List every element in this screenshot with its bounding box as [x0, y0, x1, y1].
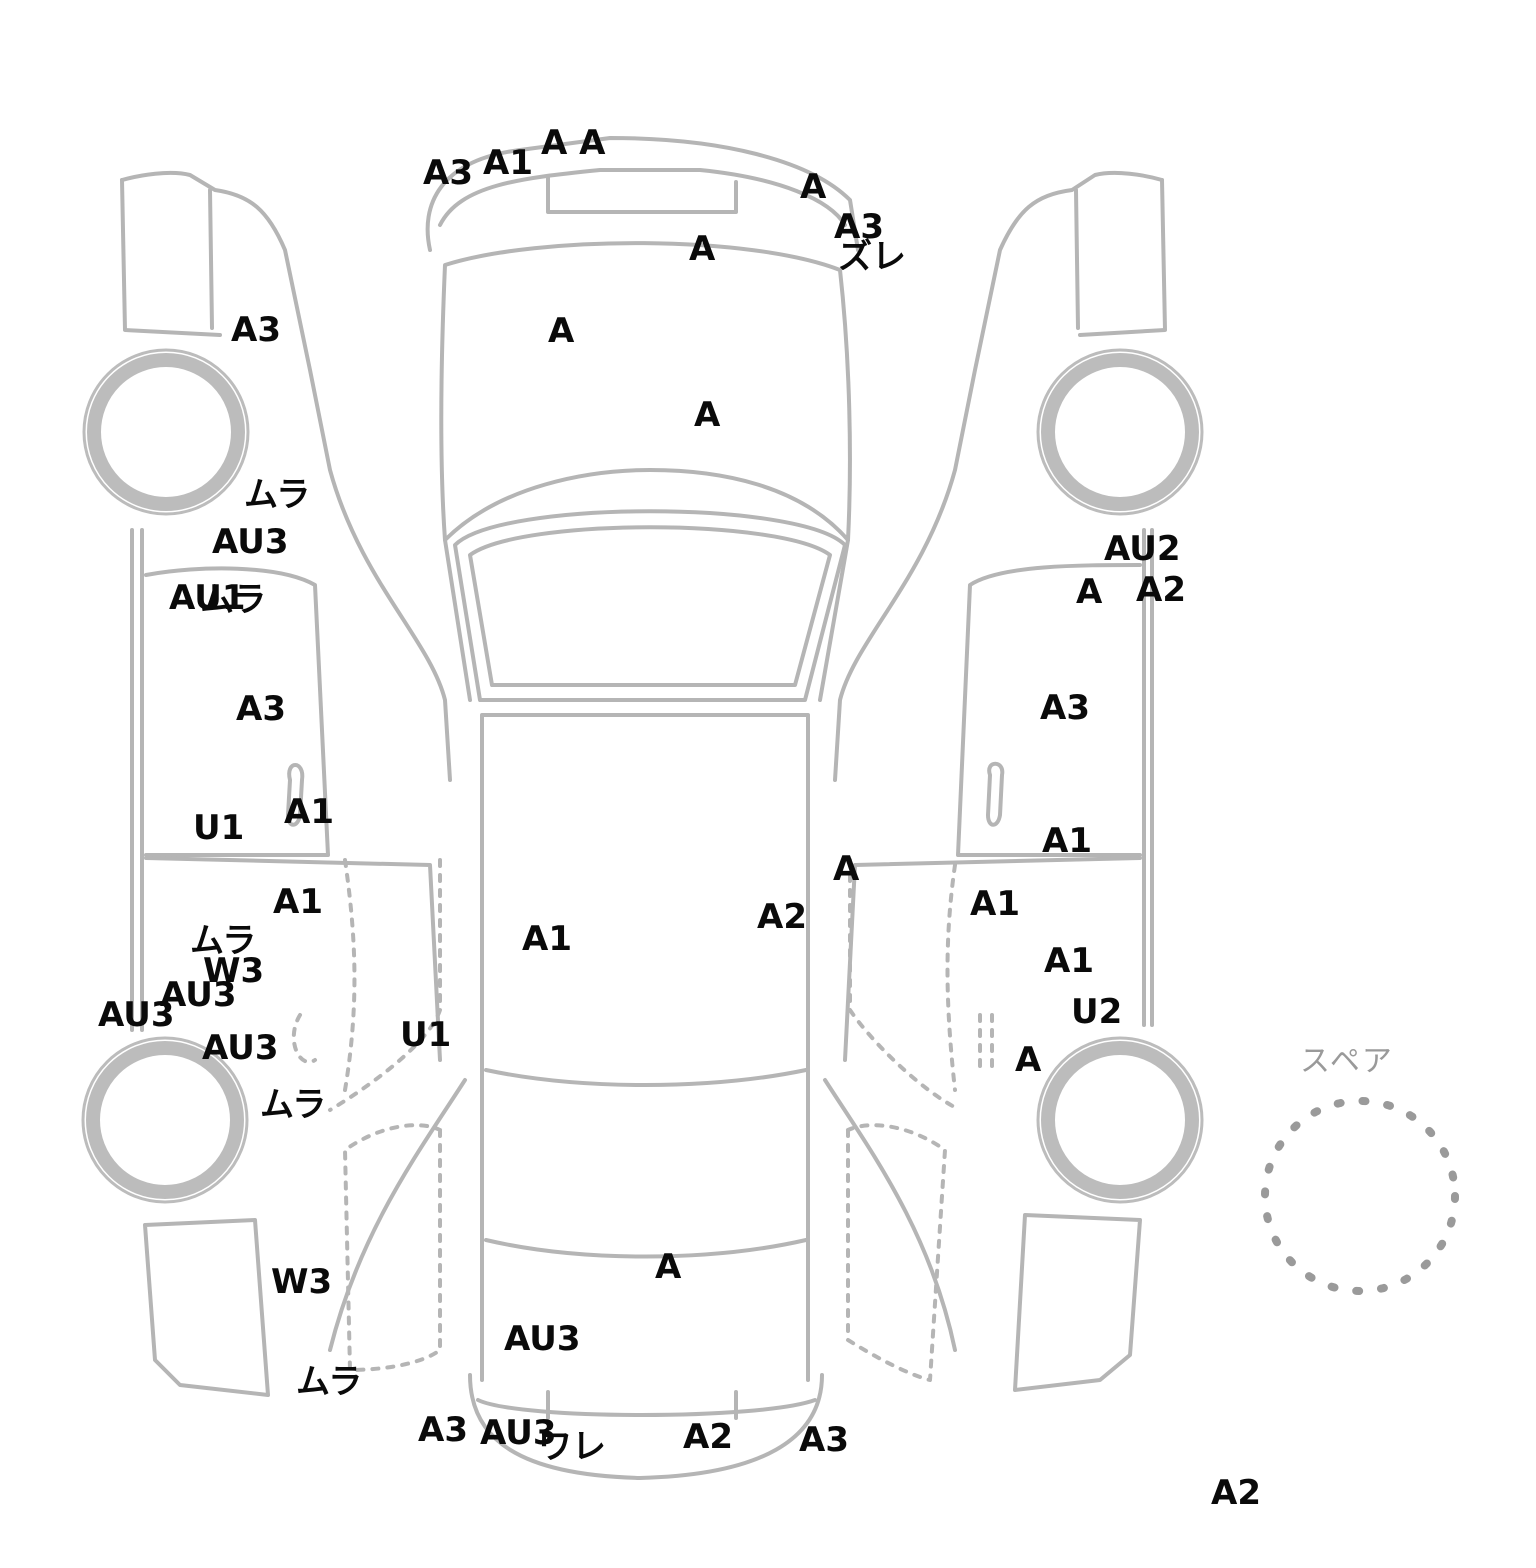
damage-mark: AU3 — [480, 1413, 557, 1453]
damage-mark: ムラ — [296, 1362, 363, 1402]
damage-mark: ムラ — [200, 580, 267, 620]
right-rear-tire — [1041, 1041, 1199, 1199]
damage-mark: A3 — [423, 153, 473, 193]
damage-mark: A3 — [231, 310, 281, 350]
left-front-door-outline — [144, 566, 330, 857]
left-rear-quarter-outline — [143, 1218, 270, 1397]
damage-mark: ムラ — [260, 1085, 327, 1125]
damage-mark: A2 — [683, 1417, 733, 1457]
damage-mark: A1 — [483, 143, 533, 183]
damage-mark: A3 — [418, 1410, 468, 1450]
spare-tire — [1261, 1097, 1459, 1295]
damage-mark: A2 — [1211, 1473, 1261, 1513]
car-top-view — [425, 136, 860, 1480]
damage-mark: AU3 — [212, 522, 289, 562]
damage-mark: A3 — [834, 207, 884, 247]
damage-mark: A — [548, 311, 575, 351]
damage-mark: A — [689, 229, 716, 269]
damage-mark: A2 — [757, 897, 807, 937]
damage-mark: A1 — [1044, 941, 1094, 981]
damage-mark: AU1 — [169, 578, 246, 618]
roof-outline — [480, 713, 810, 1382]
right-rear-quarter-outline — [1013, 1213, 1142, 1392]
left-front-tire — [87, 353, 245, 511]
damage-mark: A — [1015, 1040, 1042, 1080]
damage-mark: A1 — [1042, 821, 1092, 861]
left-front-fender-outline — [120, 170, 452, 782]
damage-mark: AU3 — [160, 975, 237, 1015]
damage-mark: A1 — [273, 882, 323, 922]
damage-mark: A — [694, 395, 721, 435]
right-front-fender-outline — [833, 170, 1164, 782]
damage-mark: A2 — [1136, 570, 1186, 610]
damage-mark: AU3 — [202, 1028, 279, 1068]
damage-mark: A1 — [522, 919, 572, 959]
damage-mark: AU2 — [1104, 529, 1181, 569]
left-rear-tire — [86, 1041, 244, 1199]
front-bumper-inner — [438, 168, 847, 227]
damage-mark: A3 — [799, 1420, 849, 1460]
damage-mark: U1 — [400, 1015, 452, 1055]
damage-mark: A3 — [236, 689, 286, 729]
damage-mark: A3 — [1040, 688, 1090, 728]
damage-mark: ムラ — [244, 475, 311, 515]
windshield-outline — [453, 509, 847, 702]
hood-outline — [439, 241, 852, 542]
damage-mark: U2 — [1071, 992, 1123, 1032]
damage-mark: W3 — [271, 1262, 333, 1302]
damage-mark: A A — [541, 123, 606, 163]
right-front-tire — [1041, 353, 1199, 511]
damage-mark: ワレ — [538, 1427, 606, 1467]
damage-mark: A — [800, 167, 827, 207]
damage-mark: ズレ — [838, 237, 906, 277]
damage-mark: A1 — [970, 884, 1020, 924]
damage-mark: U1 — [193, 808, 245, 848]
damage-mark: AU3 — [98, 995, 175, 1035]
car-left-side-view — [120, 170, 467, 1397]
spare-label: スペア — [1300, 1044, 1394, 1079]
damage-mark: A — [1076, 572, 1103, 612]
damage-mark: AU3 — [504, 1319, 581, 1359]
rear-bumper-outline — [468, 1373, 824, 1480]
damage-mark: W3 — [203, 951, 265, 991]
front-bumper-outline — [425, 136, 860, 252]
car-right-side-view — [823, 170, 1167, 1392]
damage-mark: A1 — [284, 792, 334, 832]
damage-mark: A — [655, 1247, 682, 1287]
right-front-door-outline — [956, 563, 1142, 857]
damage-mark: A — [833, 849, 860, 889]
damage-mark: ムラ — [190, 921, 257, 961]
tires — [81, 348, 1459, 1295]
